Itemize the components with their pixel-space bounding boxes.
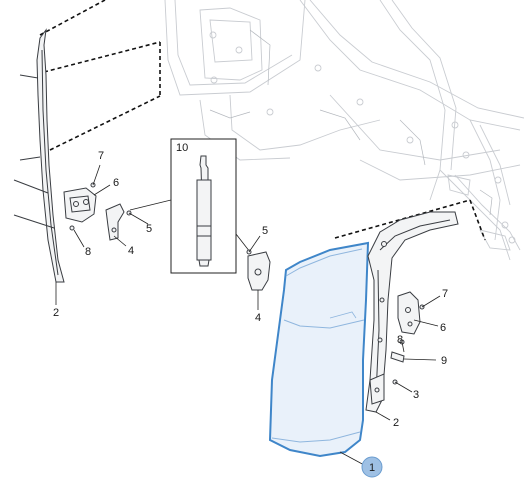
callout-1-badge[interactable]: 1: [361, 456, 383, 478]
callout-8-right: 8: [397, 334, 403, 346]
callout-2-right: 2: [393, 417, 399, 429]
callout-4-mid: 4: [255, 312, 261, 324]
pin-part-9: [390, 351, 405, 363]
left-screw-8: [69, 225, 75, 231]
assembly-dashed-lines: [39, 0, 486, 241]
callout-6-right: 6: [440, 322, 446, 334]
callout-5-left: 5: [146, 223, 152, 235]
callout-2-left: 2: [53, 307, 59, 319]
left-latch-piece: [105, 203, 125, 241]
left-pillar-seal: [13, 28, 65, 283]
callout-7-left: 7: [98, 150, 104, 162]
right-hinge-bracket: [397, 291, 421, 335]
cab-frame-background: [164, 0, 524, 261]
callout-3: 3: [413, 389, 419, 401]
callout-6-left: 6: [113, 177, 119, 189]
callout-1-label: 1: [369, 462, 375, 474]
highlighted-trim-panel: [268, 241, 370, 458]
right-door-frame: [365, 211, 459, 413]
callout-5-mid: 5: [262, 225, 268, 237]
left-hinge-bracket: [63, 187, 97, 223]
trim-panel-shape: [268, 241, 370, 458]
box-leader: [235, 233, 251, 253]
box-leader-left: [129, 199, 172, 211]
middle-bracket: [246, 249, 271, 291]
callout-labels: 2 7 6 8 5 4 10 5 4 7 6 8 9 3 2: [53, 142, 448, 429]
callout-8-left: 8: [85, 246, 91, 258]
callout-7-right: 7: [442, 288, 448, 300]
strut-detail-box: [170, 138, 237, 274]
callout-4-left: 4: [128, 245, 134, 257]
callout-9: 9: [441, 355, 447, 367]
leader-lines: [55, 164, 441, 467]
callout-10: 10: [176, 142, 188, 154]
